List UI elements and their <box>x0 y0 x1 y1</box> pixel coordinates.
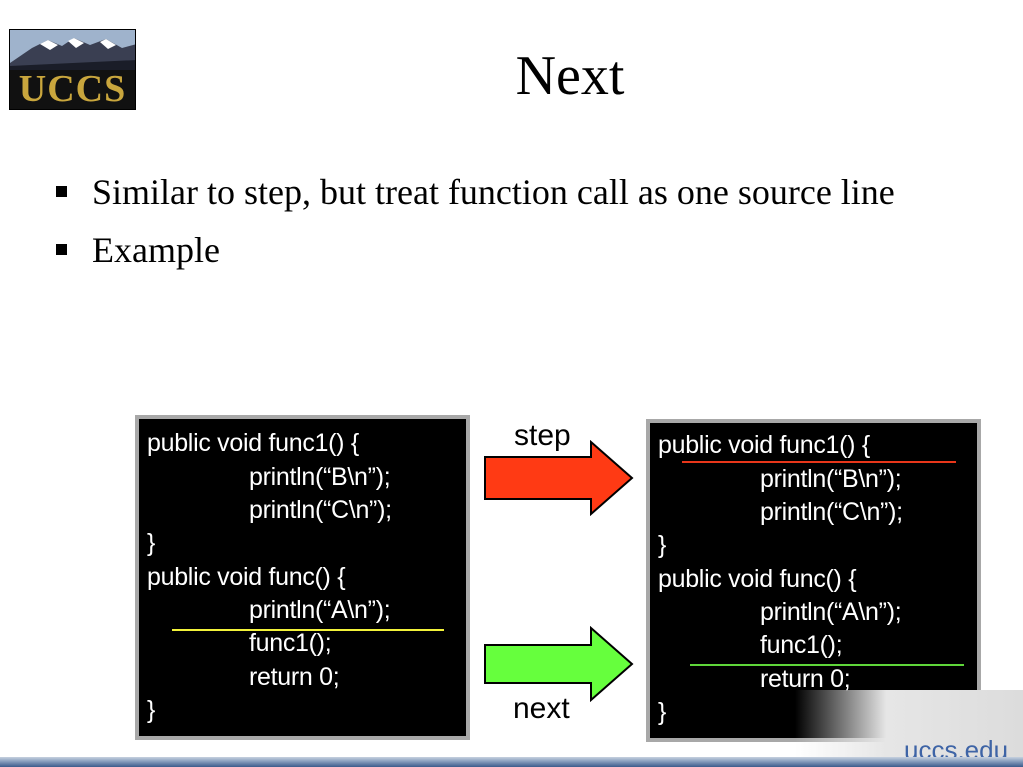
logo-text: UCCS <box>18 68 127 110</box>
code-line: } <box>147 696 156 724</box>
code-line: return 0; <box>760 665 851 693</box>
code-line: } <box>147 529 156 557</box>
code-line: println(“A\n”); <box>249 596 391 624</box>
code-line: func1(); <box>760 631 843 659</box>
square-bullet-icon <box>56 244 67 255</box>
code-line: public void func() { <box>658 565 857 593</box>
step-line-marker <box>682 461 956 463</box>
current-line-marker <box>172 629 444 631</box>
code-line: } <box>658 531 667 559</box>
bullet-text: Example <box>92 230 220 270</box>
footer-bar <box>0 757 1023 767</box>
code-line: println(“B\n”); <box>760 465 902 493</box>
bullet-item: Similar to step, but treat function call… <box>56 163 895 221</box>
next-arrow-icon <box>484 626 634 702</box>
code-line: return 0; <box>249 663 340 691</box>
code-line: println(“B\n”); <box>249 463 391 491</box>
square-bullet-icon <box>56 186 67 197</box>
uccs-logo: UCCS <box>9 29 136 110</box>
next-line-marker <box>690 664 964 666</box>
code-line: public void func1() { <box>147 429 359 457</box>
step-label: step <box>514 419 571 452</box>
code-line: } <box>658 698 667 726</box>
bullet-text: Similar to step, but treat function call… <box>92 172 895 212</box>
step-arrow-icon <box>484 440 634 516</box>
code-line: println(“C\n”); <box>760 498 903 526</box>
bullet-list: Similar to step, but treat function call… <box>56 163 895 279</box>
slide-title: Next <box>515 45 625 107</box>
code-box-after: public void func1() { println(“B\n”); pr… <box>646 419 981 742</box>
code-line: println(“A\n”); <box>760 598 902 626</box>
next-label: next <box>513 692 570 725</box>
code-line: public void func() { <box>147 563 346 591</box>
code-line: func1(); <box>249 629 332 657</box>
mountain-icon <box>10 30 135 70</box>
footer-decoration <box>795 690 1023 757</box>
bullet-item: Example <box>56 221 895 279</box>
code-line: public void func1() { <box>658 431 870 459</box>
code-line: println(“C\n”); <box>249 496 392 524</box>
code-box-before: public void func1() { println(“B\n”); pr… <box>135 415 470 740</box>
